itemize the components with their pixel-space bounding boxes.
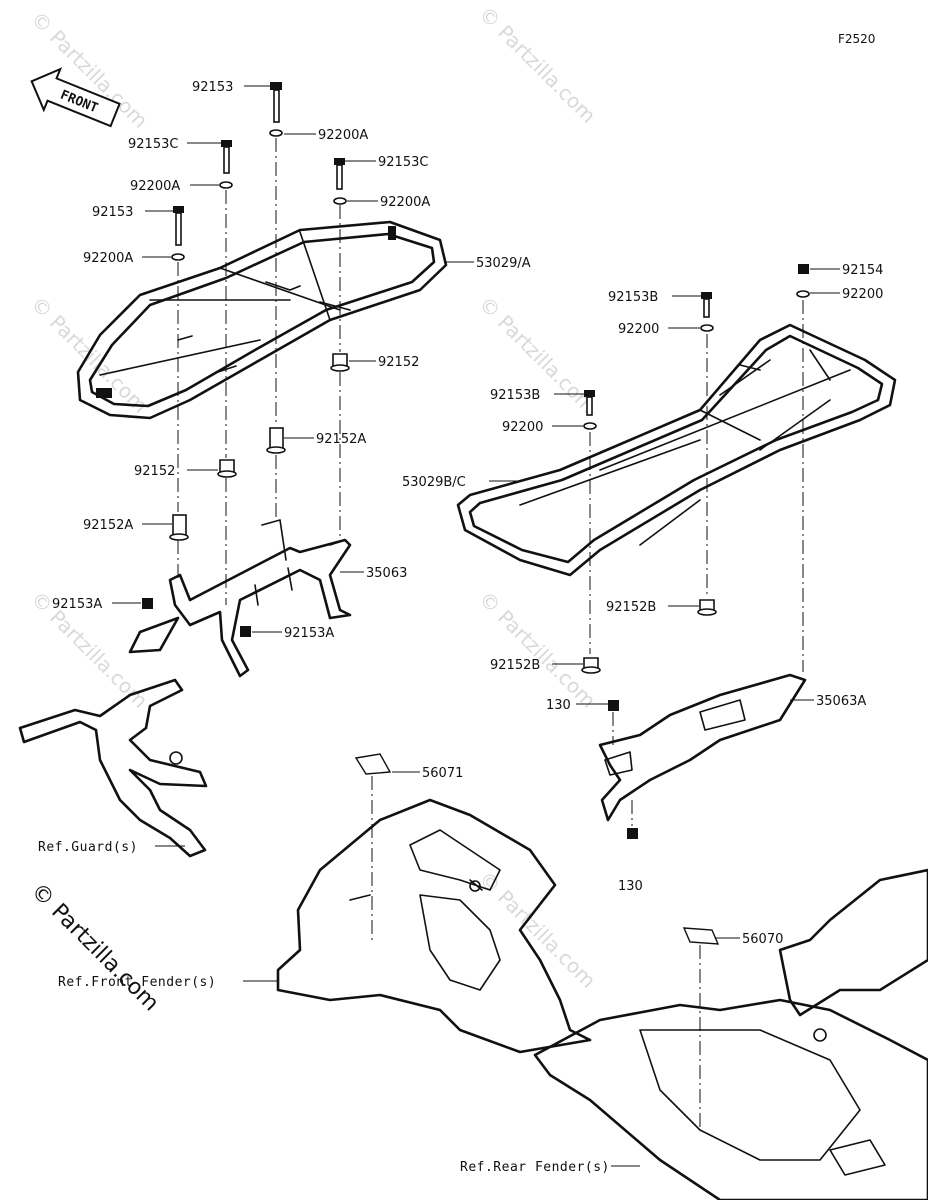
callout-92153-top: 92153 bbox=[192, 80, 233, 95]
bolt-92153B-1 bbox=[701, 292, 712, 299]
figure-code: F2520 bbox=[838, 32, 875, 46]
ref-guard-label: Ref.Guard(s) bbox=[38, 840, 138, 855]
ref-front-fender-label: Ref.Front Fender(s) bbox=[58, 975, 216, 990]
bolt-92154 bbox=[798, 264, 809, 274]
callout-130-1: 130 bbox=[546, 698, 571, 713]
callout-92154: 92154 bbox=[842, 263, 883, 278]
bolt-130-2 bbox=[627, 828, 638, 839]
callout-53029A: 53029/A bbox=[476, 256, 531, 271]
callout-53029BC: 53029B/C bbox=[402, 475, 466, 490]
bolt-92153B-2 bbox=[584, 390, 595, 397]
ref-rear-fender-label: Ref.Rear Fender(s) bbox=[460, 1160, 610, 1175]
fastener-bolts-right bbox=[581, 264, 810, 839]
washer-92200-r3 bbox=[583, 422, 597, 430]
callout-92152B-2: 92152B bbox=[490, 658, 540, 673]
fastener-bolts-left bbox=[142, 82, 350, 637]
front-carrier-rack bbox=[76, 220, 448, 420]
callout-92200A-left: 92200A bbox=[130, 179, 180, 194]
bolt-92153-left bbox=[173, 206, 184, 213]
washer-92200-r2 bbox=[700, 324, 714, 332]
washer-92200-r1 bbox=[796, 290, 810, 298]
callout-92153C-right: 92153C bbox=[378, 155, 428, 170]
bolt-130-1 bbox=[608, 700, 619, 711]
callout-leaders bbox=[112, 85, 840, 1167]
washer-92200A-top bbox=[269, 129, 283, 137]
washer-92200A-left bbox=[219, 181, 233, 189]
callout-35063A: 35063A bbox=[816, 694, 866, 709]
callout-92152-right: 92152 bbox=[378, 355, 419, 370]
bolt-92153A-right bbox=[240, 626, 251, 637]
callout-92200-r1: 92200 bbox=[842, 287, 883, 302]
callout-35063: 35063 bbox=[366, 566, 407, 581]
callout-92153C-left: 92153C bbox=[128, 137, 178, 152]
callout-92152-left: 92152 bbox=[134, 464, 175, 479]
callout-92152B-1: 92152B bbox=[606, 600, 656, 615]
watermark-bottom-mid: © Partzilla.com bbox=[474, 867, 600, 993]
rear-fender bbox=[533, 868, 928, 1200]
callout-92200A-low: 92200A bbox=[83, 251, 133, 266]
washer-92200A-low bbox=[171, 253, 185, 261]
assembly-center-lines bbox=[177, 138, 804, 1130]
callout-92153B-1: 92153B bbox=[608, 290, 658, 305]
bolt-92153-top bbox=[270, 82, 282, 90]
callout-92153A-left: 92153A bbox=[52, 597, 102, 612]
callout-56070: 56070 bbox=[742, 932, 783, 947]
callout-92153A-right: 92153A bbox=[284, 626, 334, 641]
front-fender bbox=[276, 798, 592, 1054]
callout-92200A-top: 92200A bbox=[318, 128, 368, 143]
washer-92200A-right bbox=[333, 197, 347, 205]
callout-92152A-mid: 92152A bbox=[316, 432, 366, 447]
callout-92153-left: 92153 bbox=[92, 205, 133, 220]
rear-carrier-rack bbox=[456, 323, 897, 577]
bolt-92153C-left bbox=[221, 140, 232, 147]
bolt-92153A-left bbox=[142, 598, 153, 609]
sticker-56070 bbox=[682, 927, 720, 945]
callout-92200A-right: 92200A bbox=[380, 195, 430, 210]
callout-92152A-left: 92152A bbox=[83, 518, 133, 533]
front-carrier-bracket bbox=[128, 519, 352, 678]
watermark-low-mid: © Partzilla.com bbox=[474, 587, 600, 713]
callout-92200-r3: 92200 bbox=[502, 420, 543, 435]
sticker-56071 bbox=[354, 753, 392, 775]
bolt-92153C-right bbox=[334, 158, 345, 165]
callout-92200-r2: 92200 bbox=[618, 322, 659, 337]
callout-92153B-2: 92153B bbox=[490, 388, 540, 403]
callout-130-2: 130 bbox=[618, 879, 643, 894]
rear-carrier-bracket bbox=[598, 673, 807, 822]
watermark-top-mid: © Partzilla.com bbox=[474, 2, 600, 128]
watermark-side: © Partzilla.com bbox=[26, 879, 164, 1017]
callout-56071: 56071 bbox=[422, 766, 463, 781]
front-guard bbox=[18, 678, 208, 858]
front-arrow-icon: FRONT bbox=[30, 67, 121, 128]
